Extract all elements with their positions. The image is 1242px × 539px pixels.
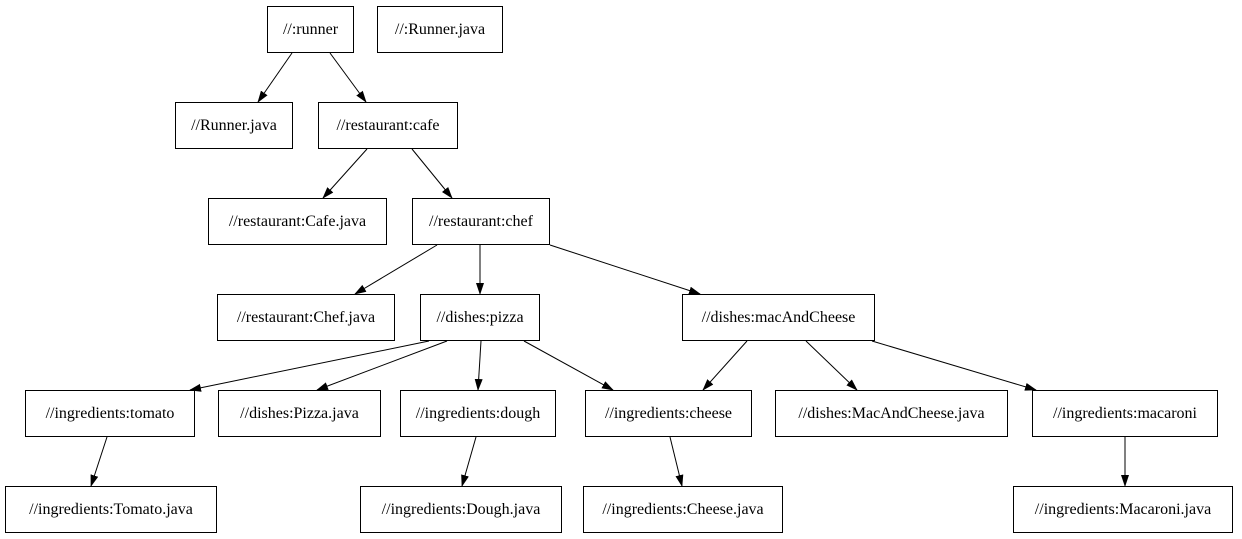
edge-mac-and-cheese-to-cheese <box>702 340 748 391</box>
edge-pizza-to-tomato <box>189 340 430 392</box>
edge-dough-to-dough-java <box>461 436 477 487</box>
node-dough-java: //ingredients:Dough.java <box>360 486 562 533</box>
edge-pizza-to-pizza-java <box>316 340 448 391</box>
edge-cafe-to-cafe-java <box>322 148 368 199</box>
edge-chef-to-mac-and-cheese <box>549 244 701 295</box>
node-runner: //:runner <box>267 6 354 53</box>
node-tomato-java: //ingredients:Tomato.java <box>5 486 217 533</box>
edge-pizza-to-dough <box>474 340 483 391</box>
node-chef-java: //restaurant:Chef.java <box>217 294 395 341</box>
node-cheese: //ingredients:cheese <box>585 390 752 437</box>
node-mac-and-cheese: //dishes:macAndCheese <box>682 294 875 341</box>
edge-tomato-to-tomato-java <box>90 436 108 487</box>
node-cheese-java: //ingredients:Cheese.java <box>583 486 783 533</box>
edge-runner-to-runner-java <box>257 52 293 103</box>
edge-cafe-to-chef <box>411 148 453 199</box>
node-macaroni-java: //ingredients:Macaroni.java <box>1013 486 1233 533</box>
node-cafe-java: //restaurant:Cafe.java <box>208 198 387 245</box>
edge-cheese-to-cheese-java <box>669 436 684 487</box>
node-macaroni: //ingredients:macaroni <box>1032 390 1218 437</box>
node-chef: //restaurant:chef <box>412 198 550 245</box>
node-dough: //ingredients:dough <box>400 390 556 437</box>
node-runner-java-root: //:Runner.java <box>377 6 503 53</box>
edge-runner-to-cafe <box>329 52 367 103</box>
node-cafe: //restaurant:cafe <box>318 102 458 149</box>
node-pizza: //dishes:pizza <box>420 294 540 341</box>
node-runner-java: //Runner.java <box>175 102 293 149</box>
edge-pizza-to-cheese <box>523 340 614 391</box>
edge-mac-and-cheese-to-mac-and-cheese-java <box>805 340 858 391</box>
node-tomato: //ingredients:tomato <box>25 390 195 437</box>
edge-chef-to-chef-java <box>354 244 438 295</box>
node-mac-and-cheese-java: //dishes:MacAndCheese.java <box>775 390 1008 437</box>
edge-mac-and-cheese-to-macaroni <box>871 340 1037 391</box>
node-pizza-java: //dishes:Pizza.java <box>218 390 381 437</box>
